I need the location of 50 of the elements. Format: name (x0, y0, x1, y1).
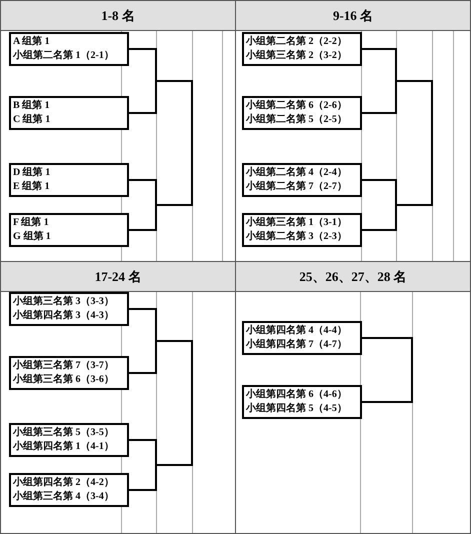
team-name: 小组第二名第 6（2-6） (246, 99, 348, 113)
matchup-box (9, 473, 129, 507)
panel-heading: 9-16 名 (236, 1, 470, 31)
team-name: 小组第四名第 1（4-1） (13, 440, 115, 454)
matchup-box (9, 356, 129, 390)
matchup-box (242, 96, 362, 130)
matchup-box (242, 163, 362, 197)
team-name: 小组第四名第 4（4-4） (246, 324, 348, 338)
panel-heading: 17-24 名 (1, 262, 235, 292)
team-name: 小组第三名第 2（3-2） (246, 49, 348, 63)
team-name: G 组第 1 (13, 230, 52, 244)
matchup-box (9, 96, 129, 130)
team-name: 小组第二名第 7（2-7） (246, 180, 348, 194)
team-name: 小组第二名第 5（2-5） (246, 113, 348, 127)
team-name: 小组第二名第 4（2-4） (246, 166, 348, 180)
team-name: 小组第三名第 3（3-3） (13, 295, 115, 309)
matchup-box (9, 32, 129, 66)
team-name: 小组第四名第 6（4-6） (246, 388, 348, 402)
team-name: F 组第 1 (13, 216, 50, 230)
bracket-panel (0, 0, 236, 262)
team-name: 小组第四名第 2（4-2） (13, 476, 115, 490)
team-name: 小组第三名第 4（3-4） (13, 490, 115, 504)
matchup-box (242, 32, 362, 66)
team-name: D 组第 1 (13, 166, 52, 180)
team-name: E 组第 1 (13, 180, 51, 194)
team-name: 小组第四名第 7（4-7） (246, 338, 348, 352)
team-name: B 组第 1 (13, 99, 51, 113)
matchup-box (9, 213, 129, 247)
matchup-box (9, 292, 129, 326)
team-name: 小组第四名第 5（4-5） (246, 402, 348, 416)
panel-heading: 25、26、27、28 名 (236, 262, 470, 292)
bracket-panel (235, 0, 471, 262)
team-name: 小组第二名第 1（2-1） (13, 49, 115, 63)
bracket-panel (235, 261, 471, 534)
bracket-panel (0, 261, 236, 534)
panel-heading: 1-8 名 (1, 1, 235, 31)
matchup-box (242, 213, 362, 247)
matchup-box (242, 385, 362, 419)
team-name: 小组第三名第 5（3-5） (13, 426, 115, 440)
team-name: C 组第 1 (13, 113, 52, 127)
team-name: 小组第三名第 7（3-7） (13, 359, 115, 373)
team-name: 小组第四名第 3（4-3） (13, 309, 115, 323)
team-name: A 组第 1 (13, 35, 51, 49)
team-name: 小组第三名第 6（3-6） (13, 373, 115, 387)
matchup-box (9, 423, 129, 457)
matchup-box (242, 321, 362, 355)
matchup-box (9, 163, 129, 197)
team-name: 小组第二名第 3（2-3） (246, 230, 348, 244)
team-name: 小组第二名第 2（2-2） (246, 35, 348, 49)
team-name: 小组第三名第 1（3-1） (246, 216, 348, 230)
